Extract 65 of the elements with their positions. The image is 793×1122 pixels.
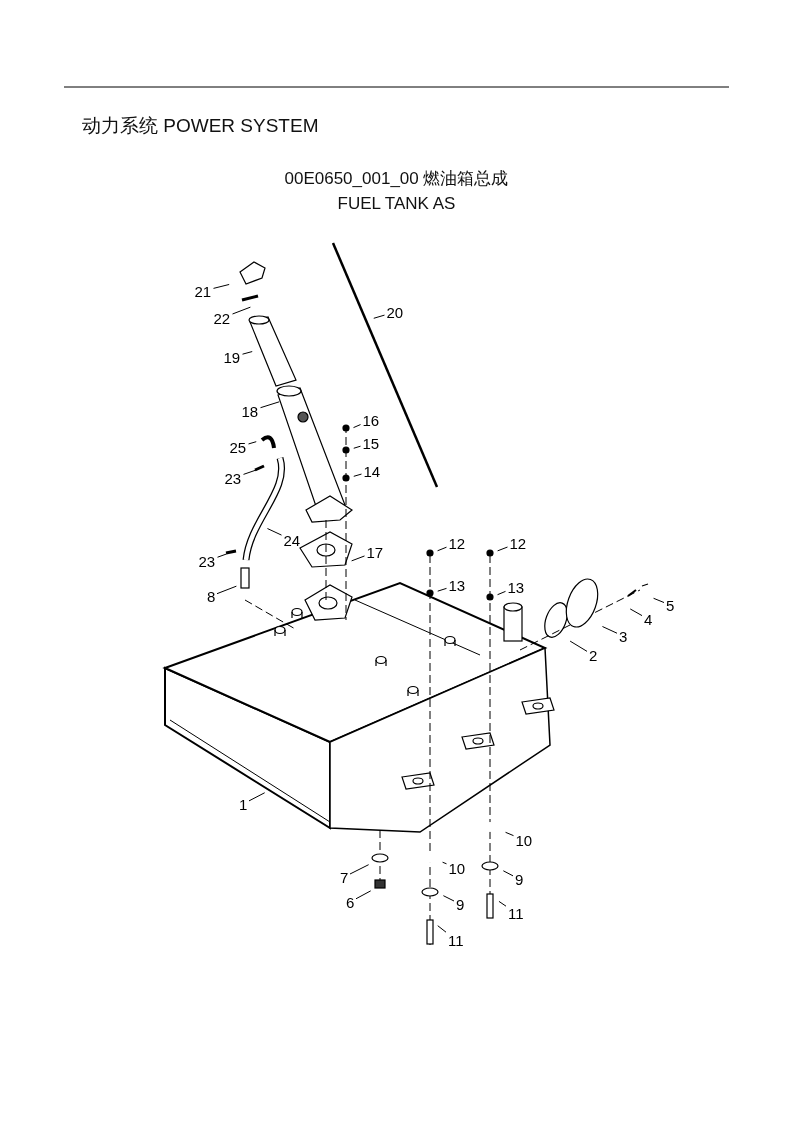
leader-line (355, 890, 372, 900)
drawing-title: 00E0650_001_00 燃油箱总成 (283, 170, 510, 189)
callout-number: 16 (362, 412, 380, 428)
callout-number: 25 (229, 439, 247, 455)
callout-number: 10 (515, 832, 533, 848)
callout-number: 7 (340, 869, 349, 885)
callout-number: 8 (207, 588, 216, 604)
leader-line (497, 546, 508, 552)
callout-number: 14 (363, 463, 381, 479)
leader-line (437, 925, 447, 933)
callout-number: 4 (644, 611, 653, 627)
leader-line (353, 473, 362, 477)
callout-number: 10 (448, 860, 466, 876)
leader-line (242, 351, 253, 355)
callout-number: 9 (515, 871, 524, 887)
leader-line (216, 585, 237, 595)
leader-line (629, 608, 643, 617)
callout-number: 1 (239, 796, 248, 812)
leader-line (498, 900, 507, 907)
callout-number: 21 (194, 283, 212, 299)
section-heading: 动力系统 POWER SYSTEM (82, 116, 319, 137)
callout-number: 5 (666, 597, 675, 613)
leader-line (502, 870, 514, 877)
leader-line (437, 546, 447, 552)
leader-line (248, 792, 266, 802)
callout-number: 13 (448, 577, 466, 593)
leader-line (232, 306, 251, 315)
callout-number: 11 (448, 932, 464, 948)
callout-number: 15 (362, 435, 380, 451)
callout-number: 17 (366, 544, 384, 560)
leader-line (353, 424, 361, 429)
leader-line (351, 555, 365, 562)
callout-number: 11 (508, 905, 524, 921)
leader-line (601, 626, 618, 634)
leader-line (442, 895, 455, 902)
callout-number: 23 (224, 470, 242, 486)
leader-line (373, 314, 385, 319)
callout-number: 12 (509, 535, 527, 551)
leader-line (217, 553, 227, 558)
callout-number: 12 (448, 535, 466, 551)
callout-number: 23 (198, 553, 216, 569)
callout-number: 9 (456, 896, 465, 912)
leader-line (248, 441, 257, 445)
callout-number: 3 (619, 628, 628, 644)
callout-number: 22 (213, 310, 231, 326)
leader-line (213, 283, 230, 289)
leader-line (653, 597, 665, 604)
leader-line (569, 640, 588, 652)
callout-number: 19 (223, 349, 241, 365)
leader-line (497, 590, 506, 596)
leader-line (266, 528, 282, 536)
callout-number: 2 (589, 647, 598, 663)
leader-line (442, 861, 447, 865)
drawing-subtitle: FUEL TANK AS (336, 195, 457, 214)
leader-line (437, 587, 447, 592)
leader-line (349, 864, 370, 875)
leader-line (353, 445, 361, 449)
callout-number: 18 (241, 403, 259, 419)
leader-line (505, 831, 514, 837)
leader-line (243, 469, 257, 475)
callout-number: 6 (346, 894, 355, 910)
leader-line (260, 401, 280, 409)
callout-number: 24 (283, 532, 301, 548)
callout-number: 20 (386, 304, 404, 320)
callout-number: 13 (507, 579, 525, 595)
